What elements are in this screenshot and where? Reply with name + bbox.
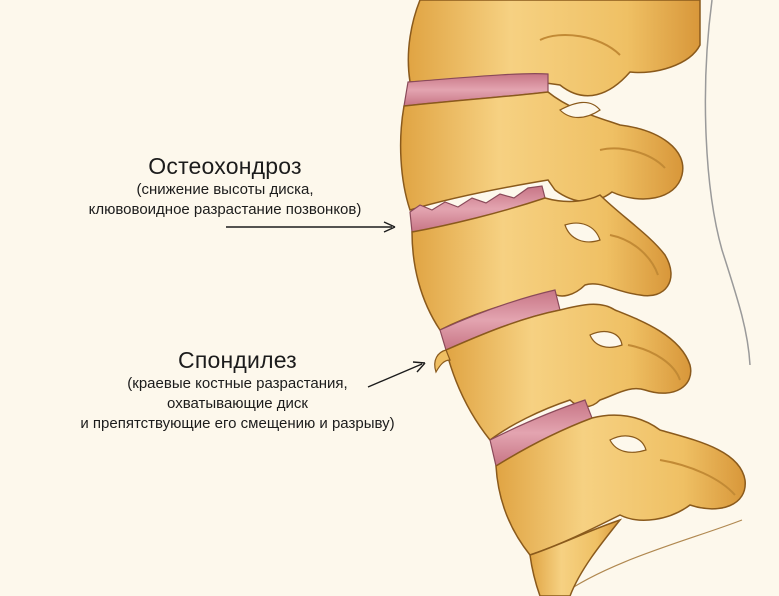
vertebra-3 bbox=[411, 194, 672, 331]
vertebra-2 bbox=[399, 91, 684, 211]
osteochondrosis-note-line1: (снижение высоты диска, bbox=[136, 181, 314, 198]
vertebra-1 bbox=[407, 0, 701, 97]
osteochondrosis-label: Остеохондроз (снижение высоты диска, клю… bbox=[40, 152, 410, 220]
spondylosis-note-line1: (краевые костные разрастания, bbox=[127, 375, 348, 392]
spondylosis-note-line3: и препятствующие его смещению и разрыву) bbox=[80, 415, 395, 432]
sacrum bbox=[529, 518, 623, 596]
spondylosis-title: Спондилез bbox=[178, 347, 297, 373]
osteochondrosis-note-line2: клювовоидное разрастание позвонков) bbox=[88, 201, 362, 218]
vertebra-4 bbox=[434, 303, 692, 442]
spondylosis-note-line2: охватывающие диск bbox=[167, 395, 308, 412]
sacrum-contour bbox=[559, 519, 743, 596]
vertebra-5 bbox=[495, 414, 746, 556]
spondylosis-label: Спондилез (краевые костные разрастания, … bbox=[55, 346, 420, 434]
osteochondrosis-title: Остеохондроз bbox=[148, 153, 302, 179]
arrow-osteochondrosis bbox=[226, 221, 396, 233]
arrow-spondylosis bbox=[367, 361, 426, 388]
back-contour bbox=[704, 0, 751, 366]
osteophyte bbox=[434, 349, 451, 374]
